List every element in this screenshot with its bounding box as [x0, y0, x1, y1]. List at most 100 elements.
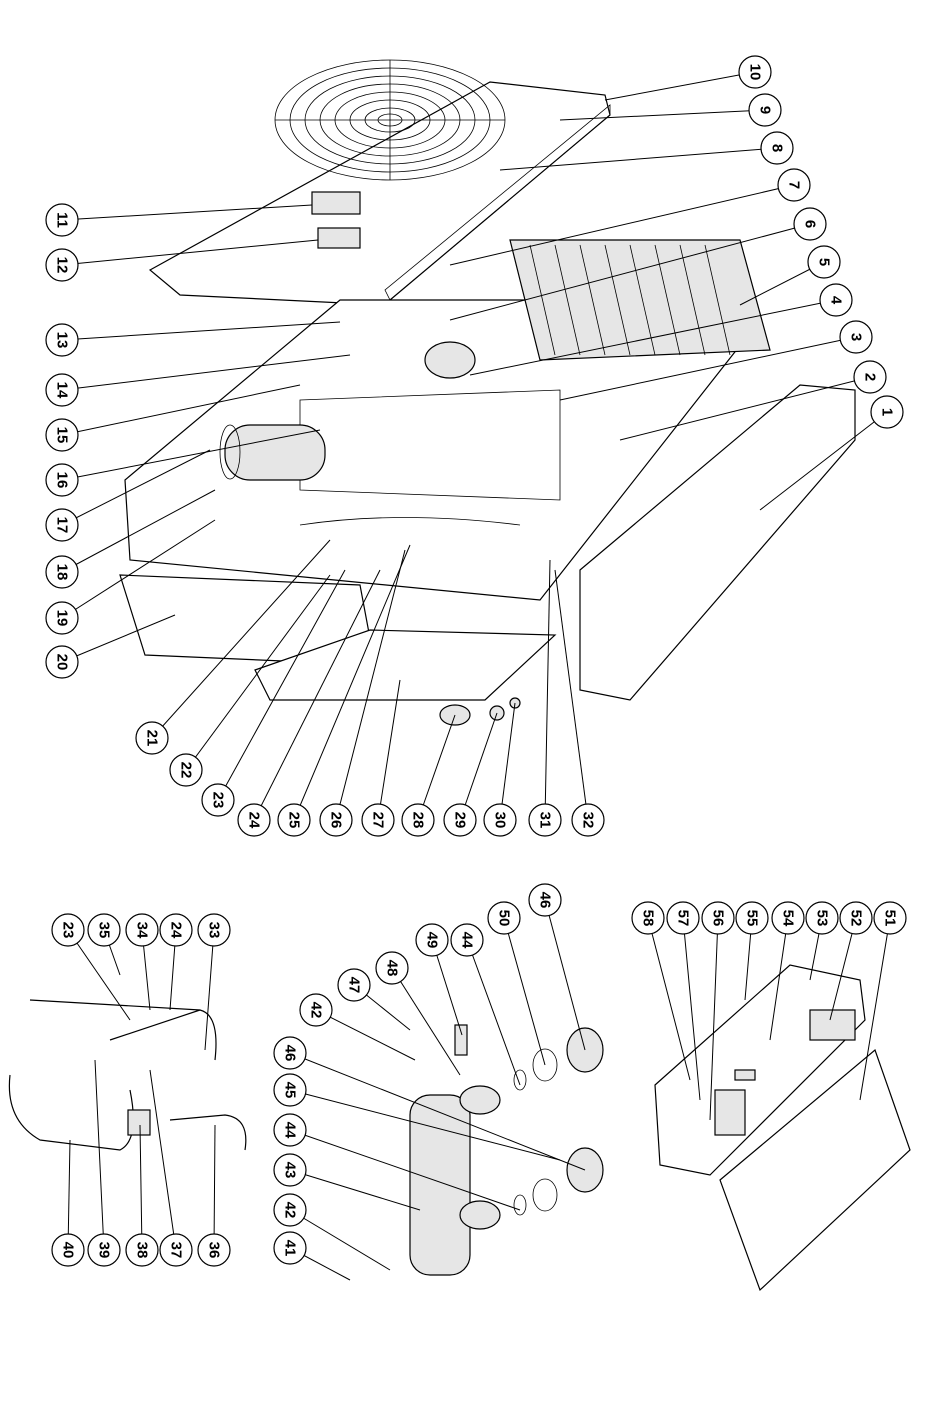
callout-20: 20	[46, 646, 78, 678]
callout-number: 10	[747, 64, 764, 81]
callout-number: 33	[206, 922, 223, 939]
callout-number: 57	[675, 910, 692, 927]
expansion-valve-pipe	[170, 1115, 246, 1150]
evaporator-coil	[510, 240, 770, 360]
callout-number: 40	[60, 1242, 77, 1259]
callout-12: 12	[46, 249, 78, 281]
leader-line-46	[545, 900, 585, 1050]
callout-42: 42	[274, 1194, 306, 1226]
callout-number: 44	[282, 1122, 299, 1139]
leader-line-48	[392, 968, 460, 1075]
leader-line-42	[316, 1010, 415, 1060]
callout-26: 26	[320, 804, 352, 836]
callout-number: 13	[54, 332, 71, 349]
callout-18: 18	[46, 556, 78, 588]
callout-number: 16	[54, 472, 71, 489]
callout-number: 29	[452, 812, 469, 829]
callout-number: 7	[786, 181, 803, 189]
callout-number: 44	[459, 932, 476, 949]
callout-23: 23	[202, 784, 234, 816]
callout-24: 24	[238, 804, 270, 836]
electrical-box-assembly	[655, 965, 910, 1290]
callout-number: 52	[848, 910, 865, 927]
callout-46: 46	[274, 1037, 306, 1069]
callout-number: 26	[328, 812, 345, 829]
callout-number: 50	[496, 910, 513, 927]
callout-16: 16	[46, 464, 78, 496]
callout-39: 39	[88, 1234, 120, 1266]
callout-number: 45	[282, 1082, 299, 1099]
callout-33: 33	[198, 914, 230, 946]
callout-49: 49	[416, 924, 448, 956]
compressor	[220, 425, 325, 480]
callout-number: 20	[54, 654, 71, 671]
o-ring-bottom	[514, 1195, 526, 1215]
callout-55: 55	[736, 902, 768, 934]
callout-25: 25	[278, 804, 310, 836]
leader-line-36	[214, 1125, 215, 1250]
main-unit-assembly	[120, 60, 855, 725]
callout-51: 51	[874, 902, 906, 934]
terminal-block	[735, 1070, 755, 1080]
leader-line-50	[504, 918, 545, 1065]
callout-number: 56	[710, 910, 727, 927]
callout-13: 13	[46, 324, 78, 356]
callout-57: 57	[667, 902, 699, 934]
callout-number: 4	[828, 296, 845, 305]
callout-number: 21	[144, 730, 161, 747]
callout-number: 42	[308, 1002, 325, 1019]
callout-35: 35	[88, 914, 120, 946]
callout-number: 32	[580, 812, 597, 829]
controller-box	[318, 228, 360, 248]
callout-23: 23	[52, 914, 84, 946]
leader-line-58	[648, 918, 690, 1080]
display-box	[312, 192, 360, 214]
callout-number: 43	[282, 1162, 299, 1179]
callout-number: 9	[757, 106, 774, 114]
callout-30: 30	[484, 804, 516, 836]
callout-number: 22	[178, 762, 195, 779]
leader-line-43	[290, 1170, 420, 1210]
leader-line-37	[150, 1070, 176, 1250]
callout-11: 11	[46, 204, 78, 236]
callout-14: 14	[46, 374, 78, 406]
leader-line-29	[460, 713, 497, 820]
pipe-assembly	[9, 1000, 245, 1150]
callout-number: 31	[537, 812, 554, 829]
callout-54: 54	[772, 902, 804, 934]
callout-number: 28	[410, 812, 427, 829]
callout-number: 18	[54, 564, 71, 581]
callout-42: 42	[300, 994, 332, 1026]
callout-43: 43	[274, 1154, 306, 1186]
leader-line-31	[545, 560, 550, 820]
callout-40: 40	[52, 1234, 84, 1266]
callout-number: 37	[168, 1242, 185, 1259]
callout-58: 58	[632, 902, 664, 934]
callout-29: 29	[444, 804, 476, 836]
water-outlet	[460, 1086, 500, 1114]
callout-number: 27	[370, 812, 387, 829]
leader-line-42	[290, 1210, 390, 1270]
callout-9: 9	[749, 94, 781, 126]
callout-number: 17	[54, 517, 71, 534]
callout-48: 48	[376, 952, 408, 984]
callout-47: 47	[338, 969, 370, 1001]
callout-number: 53	[814, 910, 831, 927]
callout-number: 3	[848, 333, 865, 341]
leader-line-38	[140, 1125, 142, 1250]
callout-27: 27	[362, 804, 394, 836]
callout-number: 34	[134, 922, 151, 939]
titanium-heat-exchanger	[410, 1095, 470, 1275]
callout-52: 52	[840, 902, 872, 934]
callout-50: 50	[488, 902, 520, 934]
callout-number: 25	[286, 812, 303, 829]
callout-number: 42	[282, 1202, 299, 1219]
callout-17: 17	[46, 509, 78, 541]
callout-number: 8	[769, 144, 786, 152]
callout-46: 46	[529, 884, 561, 916]
callout-number: 36	[206, 1242, 223, 1259]
callout-21: 21	[136, 722, 168, 754]
callout-6: 6	[794, 208, 826, 240]
callout-number: 23	[210, 792, 227, 809]
